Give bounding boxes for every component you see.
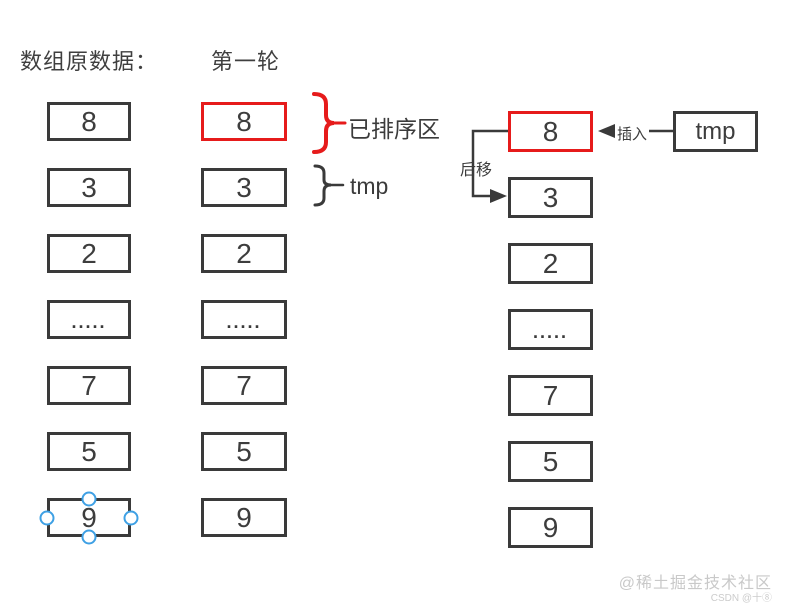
- array-box-ellipsis[interactable]: .....: [201, 300, 287, 339]
- arrow-left-icon: [598, 124, 615, 138]
- selection-handle-bottom[interactable]: [81, 529, 97, 545]
- selection-handle-left[interactable]: [39, 510, 55, 526]
- arrow-right-icon: [490, 189, 507, 203]
- array-box[interactable]: 9: [508, 507, 593, 548]
- array-box[interactable]: 7: [47, 366, 131, 405]
- array-box-sorted[interactable]: 8: [508, 111, 593, 152]
- array-box[interactable]: 3: [508, 177, 593, 218]
- array-box[interactable]: 5: [47, 432, 131, 471]
- array-box[interactable]: 2: [47, 234, 131, 273]
- selection-handle-top[interactable]: [81, 491, 97, 507]
- array-box-ellipsis[interactable]: .....: [47, 300, 131, 339]
- array-box[interactable]: 5: [508, 441, 593, 482]
- watermark-author: CSDN @十⑧: [710, 593, 772, 604]
- array-box[interactable]: 7: [201, 366, 287, 405]
- array-box[interactable]: 7: [508, 375, 593, 416]
- array-box[interactable]: 8: [47, 102, 131, 141]
- array-box[interactable]: 3: [201, 168, 287, 207]
- tmp-brace-label: tmp: [350, 173, 389, 199]
- array-box[interactable]: 2: [508, 243, 593, 284]
- array-box-ellipsis[interactable]: .....: [508, 309, 593, 350]
- array-box[interactable]: 5: [201, 432, 287, 471]
- tmp-box[interactable]: tmp: [673, 111, 758, 152]
- array-box[interactable]: 3: [47, 168, 131, 207]
- selection-handle-right[interactable]: [123, 510, 139, 526]
- array-box[interactable]: 9: [201, 498, 287, 537]
- watermark: @稀土掘金技术社区 CSDN @十⑧: [619, 575, 772, 604]
- watermark-community: @稀土掘金技术社区: [618, 575, 772, 593]
- insert-label: 插入: [615, 123, 650, 144]
- array-box-sorted[interactable]: 8: [201, 102, 287, 141]
- array-box[interactable]: 2: [201, 234, 287, 273]
- shift-back-connector: [471, 129, 508, 198]
- round1-title: 第一轮: [211, 49, 281, 74]
- shift-back-label: 后移: [460, 162, 493, 179]
- tmp-brace: [313, 164, 332, 207]
- sorted-region-brace: [312, 92, 335, 154]
- sorted-region-label: 已排序区: [348, 116, 440, 142]
- original-array-title: 数组原数据：: [20, 49, 159, 74]
